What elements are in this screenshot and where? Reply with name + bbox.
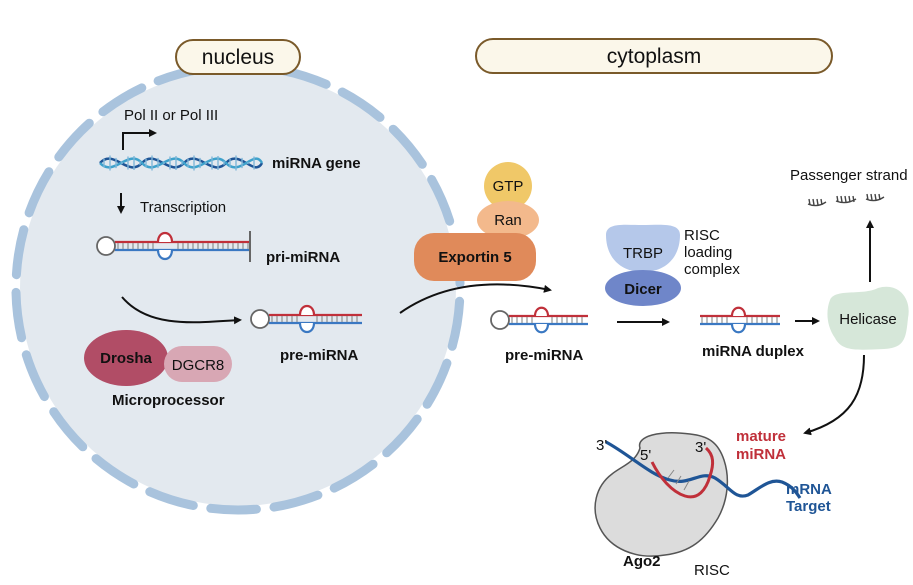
passenger-base (870, 193, 873, 201)
risc-loading-label-2: loading (684, 244, 732, 261)
passenger-base (878, 193, 881, 201)
export-arrow (399, 283, 552, 314)
gtp (484, 162, 532, 210)
nucleus (11, 61, 465, 515)
passenger-base (816, 198, 819, 206)
nuclear-envelope (11, 61, 465, 515)
envelope-segment (91, 454, 139, 489)
dicer (605, 270, 681, 306)
envelope-segment (382, 414, 422, 458)
drosha-label: Drosha (100, 350, 152, 367)
microprocessor: Drosha DGCR8 (84, 330, 232, 386)
risc-label: RISC (694, 562, 730, 579)
pre-mirna-nucleus-label: pre-miRNA (280, 347, 359, 364)
envelope-segment (206, 503, 261, 515)
exportin5-label: Exportin 5 (438, 249, 511, 266)
envelope-segment (21, 350, 49, 402)
processing-arrow (121, 296, 242, 325)
envelope-segment (329, 459, 378, 493)
ran-label: Ran (494, 212, 522, 229)
ran (477, 201, 539, 239)
envelope-segment (145, 487, 198, 510)
mirna-duplex-label: miRNA duplex (702, 343, 805, 360)
three-prime-right: 3' (695, 439, 706, 456)
dgcr8-label: DGCR8 (172, 357, 225, 374)
nucleus-label: nucleus (202, 46, 274, 69)
mature-mirna-label-1: mature (736, 428, 786, 445)
trbp (606, 224, 680, 272)
envelope-segment (49, 407, 88, 452)
mrna-target-label-1: mRNA (786, 481, 832, 498)
ago2-protein (594, 432, 729, 557)
polymerase-label: Pol II or Pol III (124, 107, 218, 124)
mature-mirna-label-2: miRNA (736, 446, 786, 463)
envelope-segment (11, 287, 27, 343)
mirna-gene-label: miRNA gene (272, 155, 361, 172)
envelope-segment (54, 118, 94, 162)
passenger-base (840, 195, 843, 203)
envelope-segment (269, 490, 323, 512)
risc-loading-arrow (803, 354, 865, 436)
pre-mirna-cytoplasm-label: pre-miRNA (505, 347, 584, 364)
pri-mirna-hairpin (96, 231, 251, 262)
mature-mirna-strand (650, 446, 715, 499)
exportin5-complex: GTP Ran Exportin 5 (414, 162, 539, 281)
helicase-label: Helicase (839, 311, 897, 328)
gtp-label: GTP (493, 178, 524, 195)
pre-mirna-cytoplasm-hairpin (490, 306, 588, 334)
risc-loading-complex: TRBP Dicer (605, 224, 681, 306)
mrna-target-label-2: Target (786, 498, 831, 515)
trbp-label: TRBP (623, 245, 663, 262)
envelope-segment (337, 87, 385, 122)
passenger-base (866, 193, 869, 201)
passenger-strand-fragments (807, 193, 885, 207)
passenger-strand-label: Passenger strand (790, 167, 908, 184)
passenger-base (848, 195, 851, 203)
passenger-base (808, 198, 811, 206)
pri-mirna-label: pri-miRNA (266, 249, 340, 266)
cytoplasm-label: cytoplasm (607, 45, 702, 68)
passenger-base (874, 193, 877, 201)
passenger-base (812, 198, 815, 206)
three-prime-left: 3' (596, 437, 607, 454)
envelope-segment (422, 358, 452, 409)
ago2-label: Ago2 (623, 553, 661, 570)
five-prime: 5' (640, 447, 651, 464)
microprocessor-label: Microprocessor (112, 392, 225, 409)
envelope-segment (388, 124, 427, 169)
mirna-gene-dna (99, 155, 264, 171)
mirna-duplex (700, 306, 780, 334)
cytoplasm-pill: cytoplasm (475, 38, 833, 74)
exportin5 (414, 233, 536, 281)
risc-loading-label-3: complex (684, 261, 740, 278)
helicase (827, 286, 909, 350)
transcription-start-arrow (122, 129, 157, 150)
transcription-label: Transcription (140, 199, 226, 216)
passenger-base (820, 198, 823, 206)
envelope-segment (11, 225, 29, 280)
passenger-base (836, 195, 839, 203)
envelope-segment (24, 167, 54, 218)
nucleus-body (20, 70, 456, 506)
envelope-segment (427, 174, 455, 226)
passenger-base (844, 195, 847, 203)
nucleus-pill: nucleus (175, 39, 301, 75)
risc-loading-label-1: RISC (684, 227, 720, 244)
dicer-label: Dicer (624, 281, 662, 298)
envelope-segment (447, 296, 465, 351)
drosha (84, 330, 168, 386)
pre-mirna-nucleus-hairpin (250, 304, 362, 334)
envelope-segment (98, 83, 147, 117)
passenger-base (852, 195, 855, 203)
dgcr8 (164, 346, 232, 382)
